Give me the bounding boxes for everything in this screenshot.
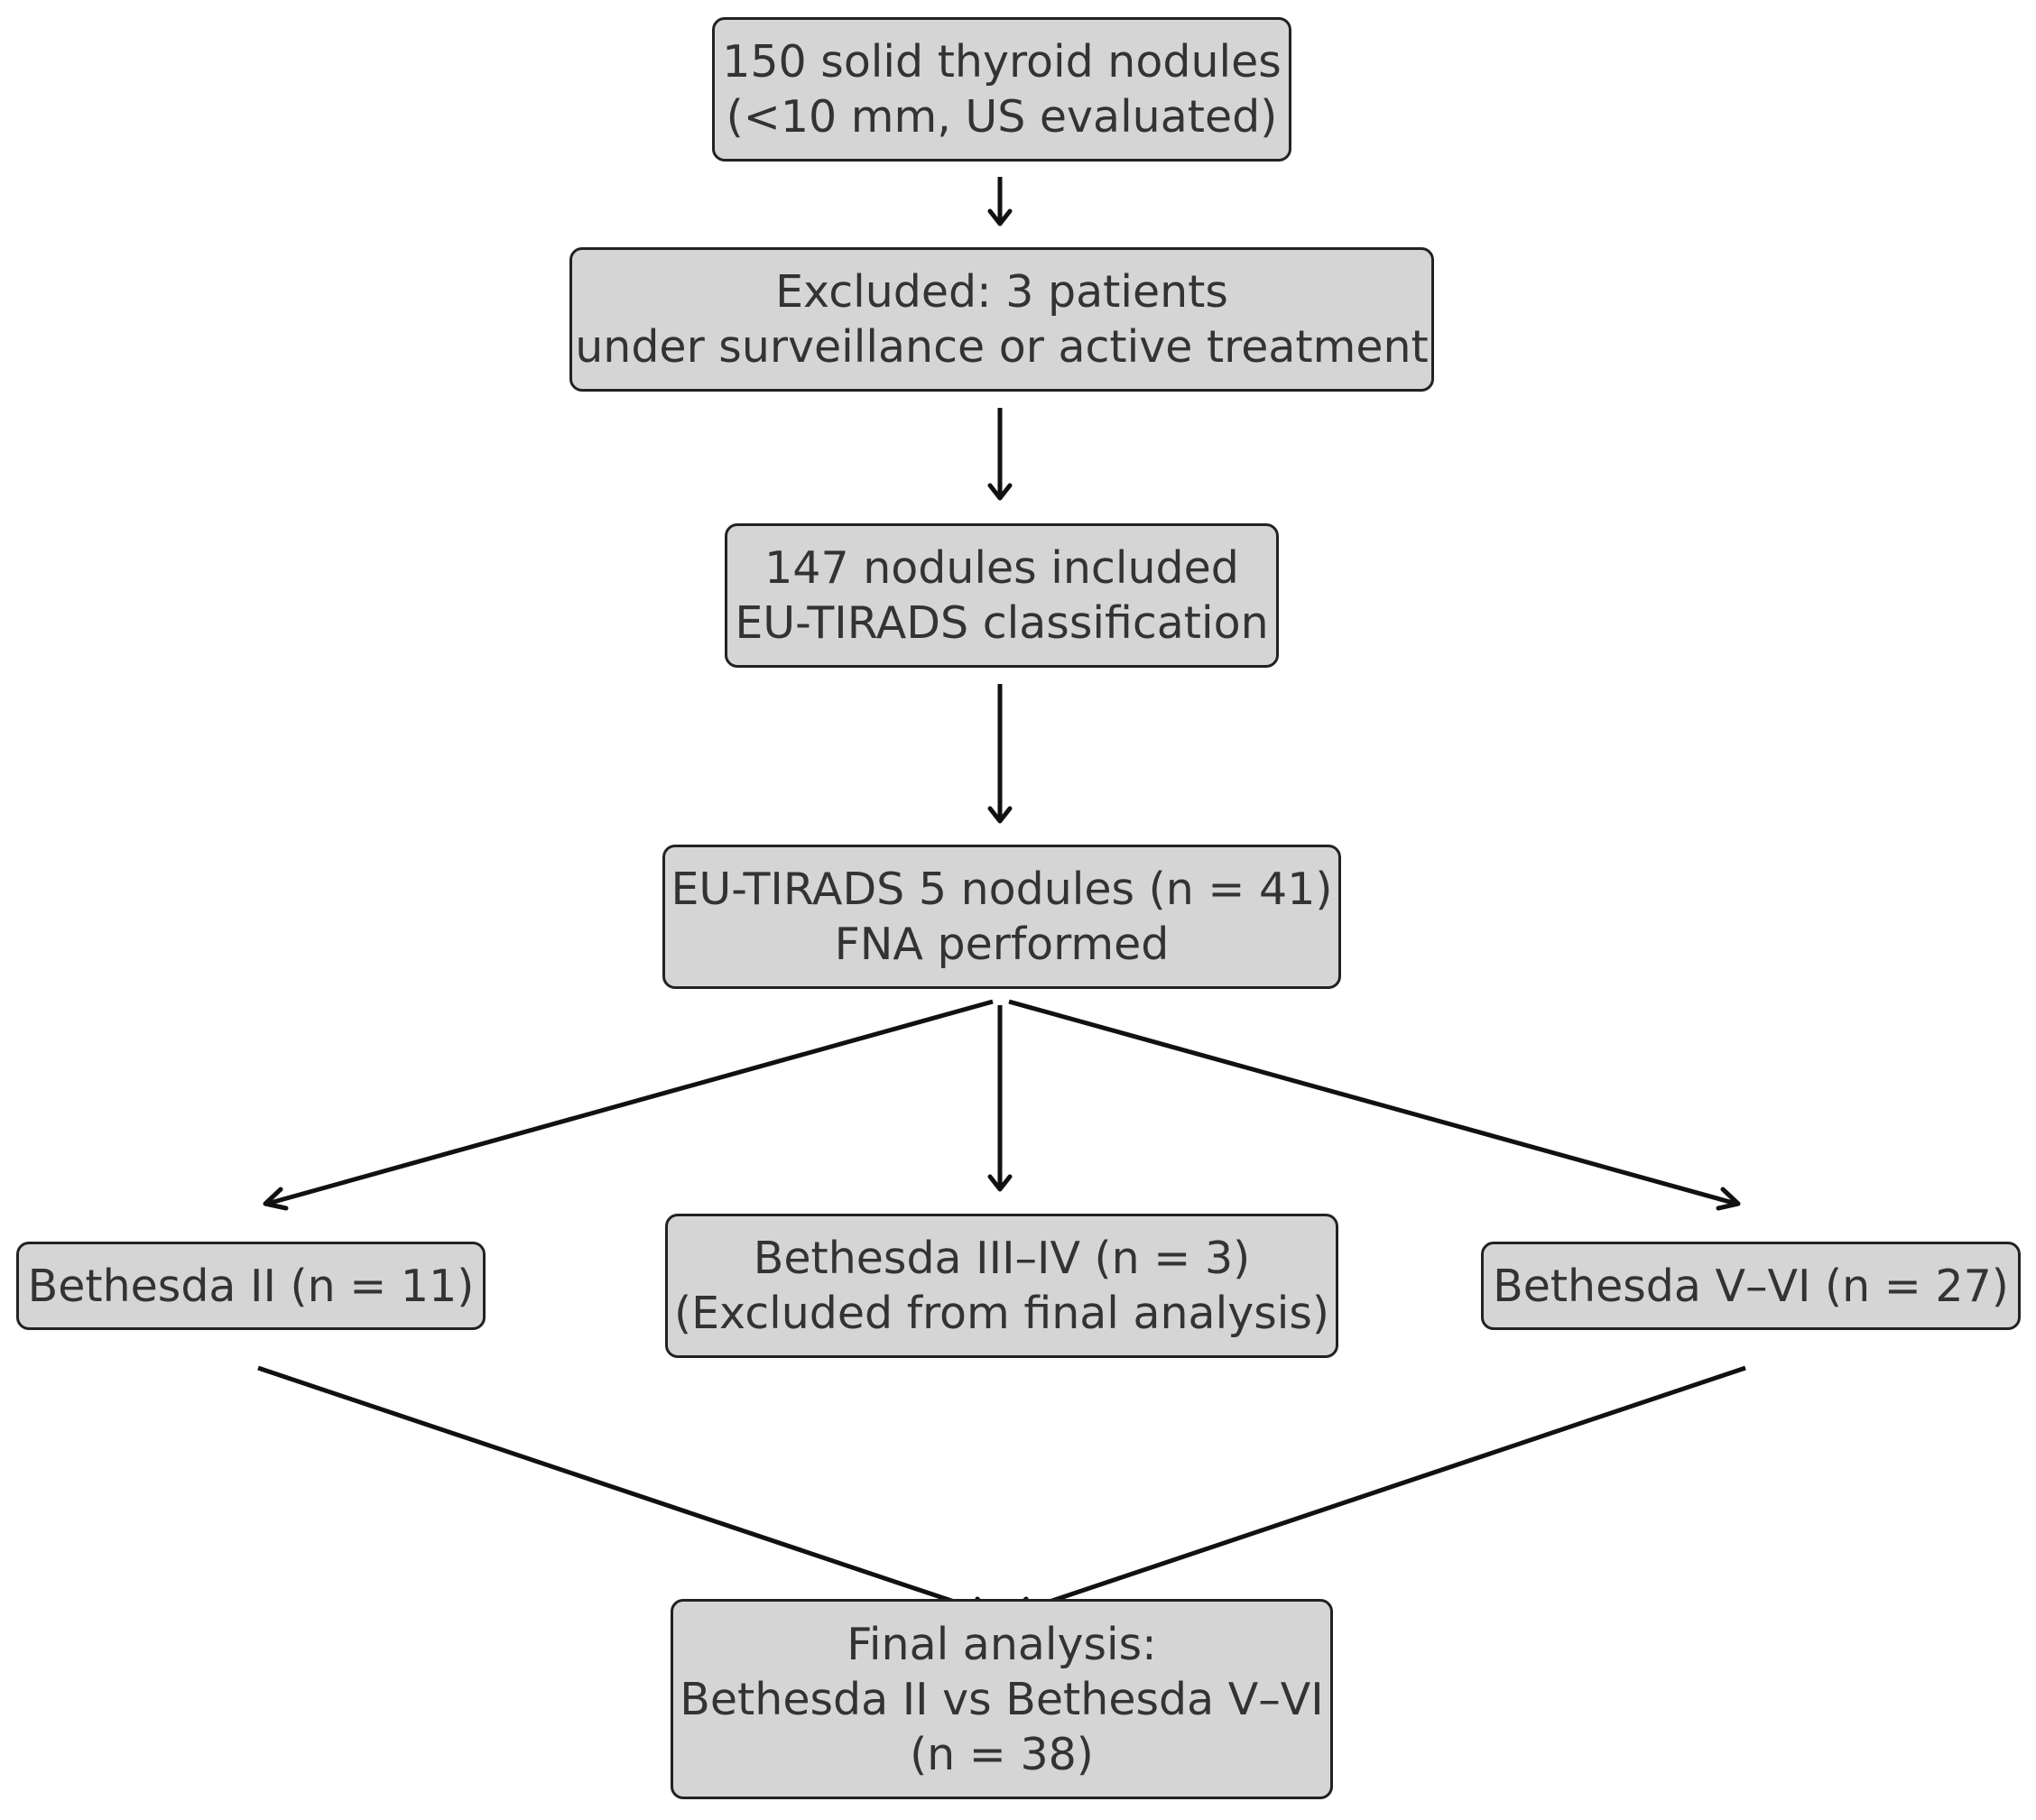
box-final-line-1: Final analysis:	[847, 1618, 1157, 1670]
box-bethesda-iii-iv-line-2: (Excluded from final analysis)	[673, 1288, 1329, 1339]
box-bethesda-ii: Bethesda II (n = 11)	[16, 1242, 486, 1330]
arrowhead-eutirads5-to-bethesda-ii	[263, 1187, 289, 1211]
box-excluded-line-2: under surveillance or active treatment	[575, 321, 1429, 373]
box-bethesda-v-vi: Bethesda V–VI (n = 27)	[1481, 1242, 2021, 1330]
box-bethesda-v-vi-line-1: Bethesda V–VI (n = 27)	[1493, 1260, 2009, 1312]
box-screened-nodules: 150 solid thyroid nodules (<10 mm, US ev…	[712, 17, 1291, 162]
box-bethesda-ii-line-1: Bethesda II (n = 11)	[27, 1260, 475, 1312]
box-screened-line-2: (<10 mm, US evaluated)	[726, 91, 1278, 143]
box-screened-line-1: 150 solid thyroid nodules	[722, 36, 1282, 88]
box-excluded-line-1: Excluded: 3 patients	[775, 266, 1228, 318]
box-included-line-2: EU-TIRADS classification	[735, 597, 1269, 649]
arrowhead-screened-to-excluded	[987, 208, 1013, 226]
box-bethesda-iii-iv: Bethesda III–IV (n = 3) (Excluded from f…	[665, 1214, 1338, 1358]
box-eutirads5-line-1: EU-TIRADS 5 nodules (n = 41)	[671, 864, 1333, 915]
box-eutirads5-line-2: FNA performed	[834, 919, 1170, 970]
arrow-bethesda-ii-to-final	[257, 1365, 990, 1616]
box-excluded-patients: Excluded: 3 patients under surveillance …	[569, 247, 1434, 392]
box-eutirads5-fna: EU-TIRADS 5 nodules (n = 41) FNA perform…	[662, 845, 1341, 989]
box-final-analysis: Final analysis: Bethesda II vs Bethesda …	[671, 1599, 1333, 1799]
box-included-nodules: 147 nodules included EU-TIRADS classific…	[725, 523, 1279, 668]
box-final-line-2: Bethesda II vs Bethesda V–VI	[680, 1673, 1324, 1725]
arrow-eutirads5-to-bethesda-ii	[266, 999, 994, 1206]
box-bethesda-iii-iv-line-1: Bethesda III–IV (n = 3)	[753, 1233, 1251, 1284]
arrow-bethesda-v-vi-to-final	[1013, 1365, 1746, 1616]
arrow-eutirads5-to-bethesda-v-vi	[1008, 999, 1737, 1206]
box-included-line-1: 147 nodules included	[764, 542, 1239, 594]
box-final-line-3: (n = 38)	[910, 1728, 1094, 1780]
arrowhead-included-to-eutirads5	[987, 806, 1013, 824]
arrowhead-eutirads5-to-bethesda-iii-iv	[987, 1174, 1013, 1192]
arrowhead-eutirads5-to-bethesda-v-vi	[1716, 1187, 1741, 1211]
arrowhead-excluded-to-included	[987, 483, 1013, 501]
